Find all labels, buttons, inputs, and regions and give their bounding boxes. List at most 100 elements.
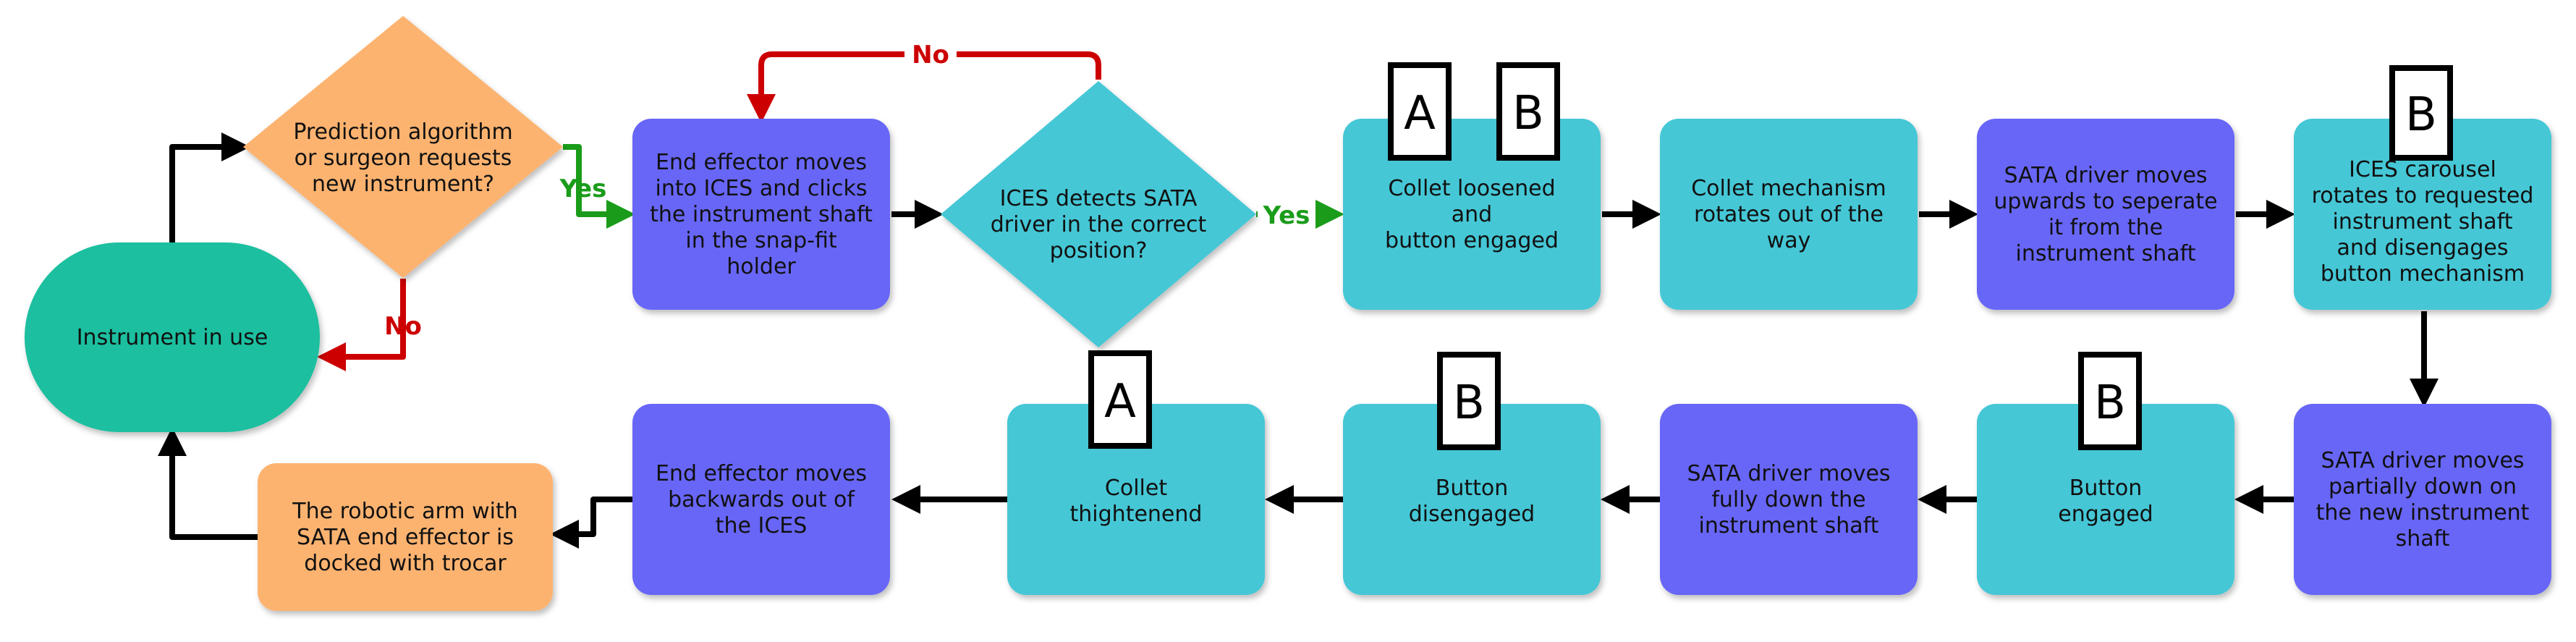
tag-label: B <box>1453 376 1485 430</box>
node-text-line: into ICES and clicks <box>656 176 868 201</box>
node-text-line: button engaged <box>1385 228 1559 253</box>
node-text-line: disengaged <box>1409 502 1535 527</box>
tag-b-carousel: B <box>2389 65 2453 161</box>
node-text-line: instrument shaft <box>2016 241 2196 266</box>
arrow-prediction-yes <box>563 144 635 229</box>
tag-label: A <box>1404 87 1436 140</box>
node-text-line: SATA driver moves <box>2321 448 2524 473</box>
label-no-detect: No <box>912 41 949 69</box>
tag-label: B <box>2094 376 2126 430</box>
tag-a-loosen: A <box>1388 62 1452 161</box>
node-text-line: instrument shaft <box>1699 513 1879 538</box>
tag-b-button-disengaged: B <box>1437 352 1501 450</box>
node-text-line: rotates to requested <box>2312 183 2534 208</box>
node-text-line: End effector moves <box>656 150 867 175</box>
node-text-line: Button <box>1436 476 1509 501</box>
node-text-line: ICES carousel <box>2349 157 2496 182</box>
tag-b-button-engaged: B <box>2078 352 2142 450</box>
node-text-line: shaft <box>2396 526 2450 552</box>
node-text-line: and disengages <box>2336 235 2508 261</box>
node-text-line: SATA driver moves <box>1687 461 1890 486</box>
node-text-line: instrument shaft <box>2333 209 2513 235</box>
node-text-line: in the snap-fit <box>685 228 836 253</box>
label-yes-prediction: Yes <box>559 174 607 203</box>
tag-label: A <box>1104 375 1136 428</box>
node-text-line: Instrument in use <box>77 325 268 350</box>
node-text-line: it from the <box>2048 215 2163 240</box>
node-text-line: SATA driver moves <box>2004 163 2207 188</box>
node-text-line: Prediction algorithm <box>293 119 512 145</box>
node-text-line: upwards to seperate <box>1994 189 2217 214</box>
tag-label: B <box>2405 88 2437 142</box>
connector-labels: Yes No No Yes <box>384 41 1315 341</box>
tags: A B B B B A <box>1088 62 2453 450</box>
node-text-line: SATA end effector is <box>297 525 514 550</box>
node-text-line: the instrument shaft <box>650 202 873 227</box>
node-text-line: ICES detects SATA <box>1000 186 1198 211</box>
node-text-line: docked with trocar <box>304 551 507 576</box>
node-text-line: the ICES <box>716 513 808 538</box>
tag-b-loosen: B <box>1496 62 1560 161</box>
arrow-moveback-to-docked <box>550 497 632 549</box>
node-text-line: way <box>1767 228 1811 253</box>
label-no-prediction: No <box>384 312 422 341</box>
node-text-line: Collet loosened <box>1388 176 1555 201</box>
tag-label: B <box>1512 87 1544 140</box>
label-yes-detect: Yes <box>1263 201 1310 230</box>
arrow-docked-to-inuse <box>158 427 258 540</box>
node-text-line: engaged <box>2058 502 2153 527</box>
node-text-line: driver in the correct <box>991 212 1207 237</box>
node-instrument-in-use: Instrument in use <box>25 242 320 432</box>
node-text-line: thightenend <box>1070 502 1203 527</box>
tag-a-collet-tight: A <box>1088 350 1152 449</box>
node-text-line: holder <box>726 254 796 279</box>
node-text: Instrument in use <box>77 325 268 350</box>
arrow-inuse-to-prediction <box>169 132 250 245</box>
node-text-line: and <box>1452 202 1492 227</box>
arrow-prediction-no <box>317 279 406 371</box>
node-text-line: The robotic arm with <box>292 499 517 524</box>
node-text-line: rotates out of the <box>1694 202 1884 227</box>
node-text-line: button mechanism <box>2321 261 2525 287</box>
node-text-line: new instrument? <box>312 172 494 197</box>
node-text-line: position? <box>1050 238 1148 263</box>
node-text-line: or surgeon requests <box>295 145 512 171</box>
node-text-line: Collet <box>1105 476 1167 501</box>
node-text-line: backwards out of <box>668 487 855 512</box>
node-text-line: Button <box>2069 476 2143 501</box>
node-text-line: partially down on <box>2329 474 2517 499</box>
node-text-line: the new instrument <box>2316 500 2530 525</box>
node-text-line: fully down the <box>1711 487 1865 512</box>
node-text-line: Collet mechanism <box>1691 176 1886 201</box>
